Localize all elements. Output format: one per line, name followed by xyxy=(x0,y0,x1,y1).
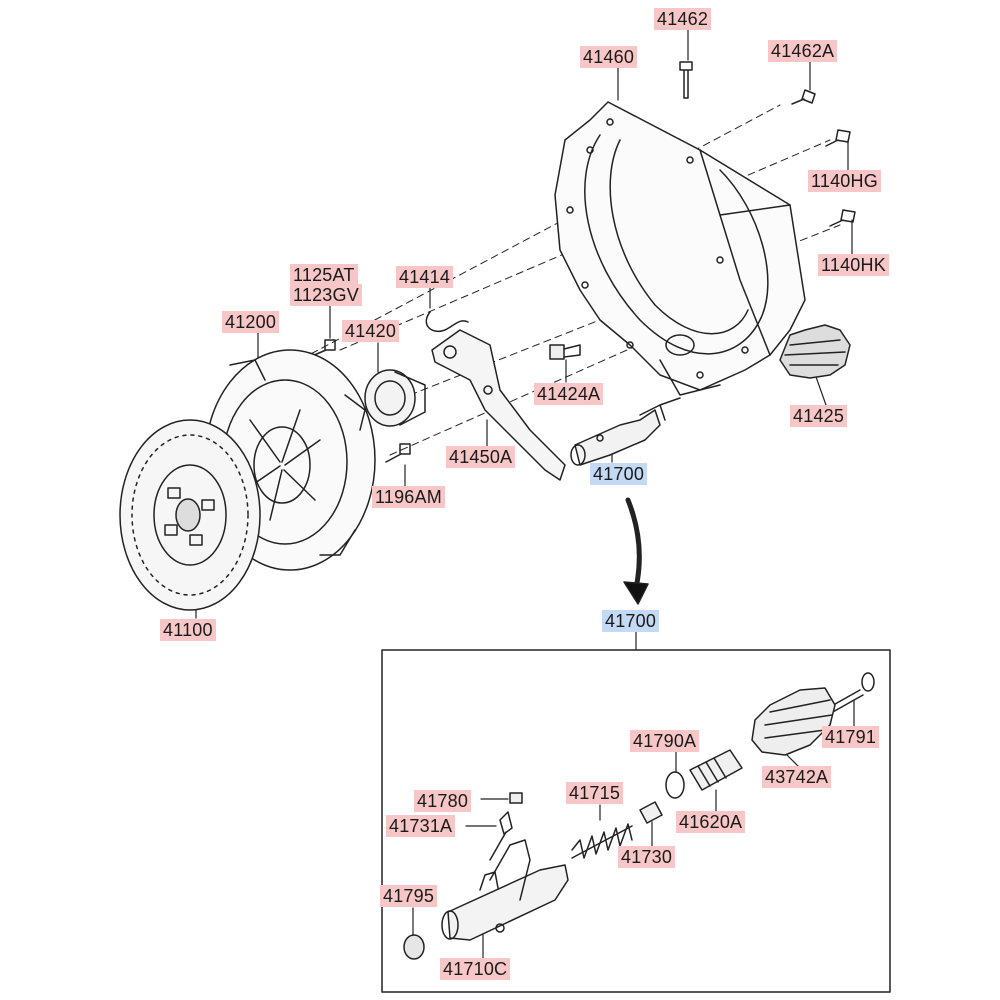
label-1125AT: 1125AT xyxy=(290,264,358,286)
piston-41620A xyxy=(689,749,743,791)
bolt-1125AT xyxy=(311,339,336,357)
label-1196AM: 1196AM xyxy=(372,486,445,508)
bleeder-screw xyxy=(489,811,513,861)
cap-41780 xyxy=(509,792,523,804)
label-41700-detail: 41700 xyxy=(602,610,660,632)
label-41780: 41780 xyxy=(414,790,472,812)
label-41460: 41460 xyxy=(580,46,638,68)
clutch-disc xyxy=(119,419,261,611)
label-41450A: 41450A xyxy=(446,446,516,468)
seal-41730 xyxy=(639,801,663,824)
label-1123GV: 1123GV xyxy=(290,284,362,306)
label-41414: 41414 xyxy=(396,266,454,288)
label-1140HG: 1140HG xyxy=(808,170,881,192)
label-41795: 41795 xyxy=(380,885,438,907)
clip-41414 xyxy=(425,311,469,332)
label-41462: 41462 xyxy=(654,8,712,30)
spring-41715 xyxy=(571,823,633,859)
ring-41790A xyxy=(665,771,685,799)
plug-41795 xyxy=(403,934,425,960)
bolt-41424A xyxy=(549,344,581,360)
label-41425: 41425 xyxy=(790,405,848,427)
label-41790A: 41790A xyxy=(630,730,700,752)
label-41424A: 41424A xyxy=(534,383,604,405)
label-41731A: 41731A xyxy=(386,815,456,837)
label-43742A: 43742A xyxy=(762,766,832,788)
label-41710C: 41710C xyxy=(440,958,511,980)
boot-43742A xyxy=(751,687,836,756)
release-bearing xyxy=(364,369,426,427)
label-41620A: 41620A xyxy=(676,811,746,833)
label-41420: 41420 xyxy=(342,320,400,342)
bolt-1196AM xyxy=(385,443,411,463)
clutch-housing xyxy=(554,101,806,396)
label-1140HK: 1140HK xyxy=(818,254,889,276)
cylinder-body-41710C xyxy=(441,839,569,941)
detail-box xyxy=(381,649,891,993)
label-41462A: 41462A xyxy=(768,40,838,62)
housing-bolts xyxy=(679,61,856,227)
detail-arrow xyxy=(623,497,649,605)
label-41715: 41715 xyxy=(566,782,624,804)
release-fork xyxy=(431,329,566,481)
slave-cylinder-top xyxy=(570,397,681,466)
label-41700-assembly: 41700 xyxy=(590,463,648,485)
boot-41425 xyxy=(779,324,851,379)
label-41100: 41100 xyxy=(160,619,216,641)
label-41200: 41200 xyxy=(222,311,280,333)
label-41730: 41730 xyxy=(618,846,676,868)
label-41791: 41791 xyxy=(822,726,880,748)
